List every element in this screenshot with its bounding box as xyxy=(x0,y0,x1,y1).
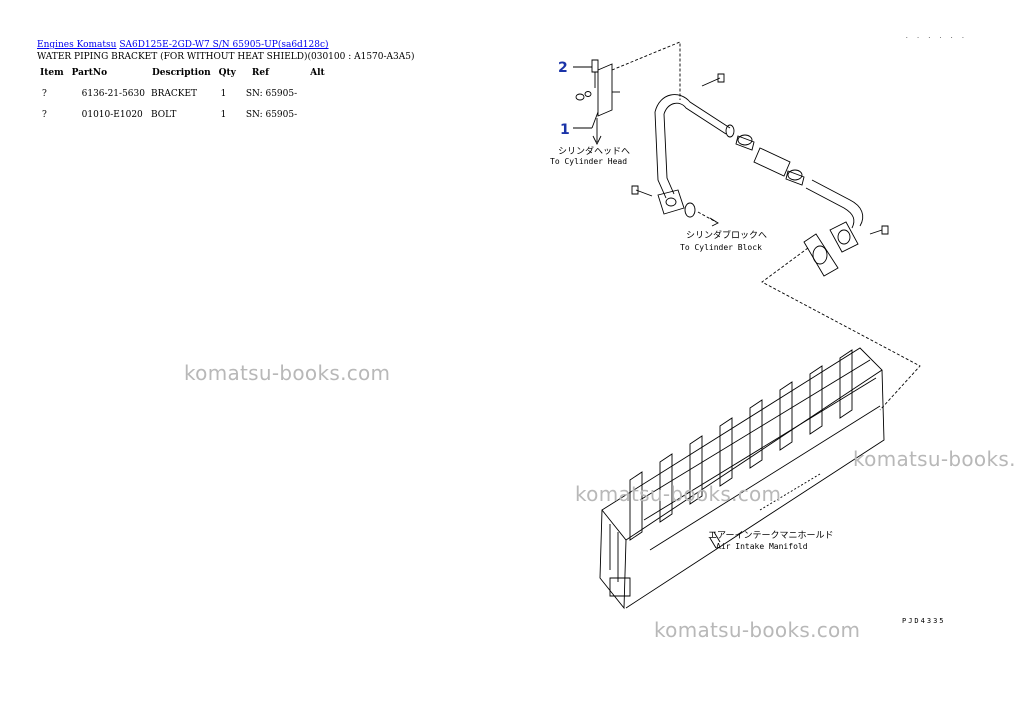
table-header-row: Item PartNo Description Qty Ref Alt xyxy=(36,64,329,86)
header-qty: Qty xyxy=(218,68,236,78)
cell-qty: 1 xyxy=(220,110,227,120)
callout-1: 1 xyxy=(560,122,570,138)
corner-code: . . . . . . xyxy=(905,33,967,40)
watermark: komatsu-books.com xyxy=(184,361,391,385)
cell-description: BRACKET xyxy=(150,89,198,99)
cell-item: ? xyxy=(42,89,47,99)
label-cyl-head-jp: シリンダヘッドへ xyxy=(558,145,630,157)
table-row: ? 6136-21-5630 BRACKET 1 SN: 65905- xyxy=(36,86,329,107)
label-cyl-head-en: To Cylinder Head xyxy=(550,157,627,166)
header-item: Item xyxy=(40,68,64,78)
cell-item: ? xyxy=(42,110,47,120)
header-ref: Ref xyxy=(251,68,269,78)
header-partno: PartNo xyxy=(71,68,108,78)
parts-table: Item PartNo Description Qty Ref Alt ? 61… xyxy=(36,64,329,128)
watermark: komatsu-books. xyxy=(853,447,1016,471)
cell-ref: SN: 65905- xyxy=(245,110,298,120)
breadcrumb-link-model[interactable]: SA6D125E-2GD-W7 S/N 65905-UP(sa6d128c) xyxy=(119,40,329,50)
cell-alt xyxy=(300,86,329,107)
header-description: Description xyxy=(151,68,211,78)
cell-qty: 1 xyxy=(220,89,227,99)
watermark: komatsu-books.com xyxy=(575,482,782,506)
cell-partno: 6136-21-5630 xyxy=(81,89,145,99)
watermark: komatsu-books.com xyxy=(654,618,861,642)
header-alt: Alt xyxy=(310,68,325,78)
cell-alt xyxy=(300,107,329,128)
label-cyl-block-en: To Cylinder Block xyxy=(680,243,762,252)
page-title: WATER PIPING BRACKET (FOR WITHOUT HEAT S… xyxy=(37,52,415,62)
label-manifold-en: Air Intake Manifold xyxy=(716,542,808,551)
label-manifold-jp: エアーインテークマニホールド xyxy=(708,530,833,541)
label-cyl-block-jp: シリンダブロックへ xyxy=(686,229,767,241)
table-row: ? 01010-E1020 BOLT 1 SN: 65905- xyxy=(36,107,329,128)
callout-2: 2 xyxy=(558,60,568,76)
parts-diagram: 2 1 シリンダヘッドへ To Cylinder Head シリンダブロックへ … xyxy=(550,41,921,610)
breadcrumb: Engines Komatsu SA6D125E-2GD-W7 S/N 6590… xyxy=(37,40,329,50)
breadcrumb-link-engines[interactable]: Engines Komatsu xyxy=(37,40,117,50)
cell-ref: SN: 65905- xyxy=(245,89,298,99)
cell-description: BOLT xyxy=(150,110,177,120)
drawing-code: PJD4335 xyxy=(902,617,946,625)
cell-partno: 01010-E1020 xyxy=(81,110,143,120)
